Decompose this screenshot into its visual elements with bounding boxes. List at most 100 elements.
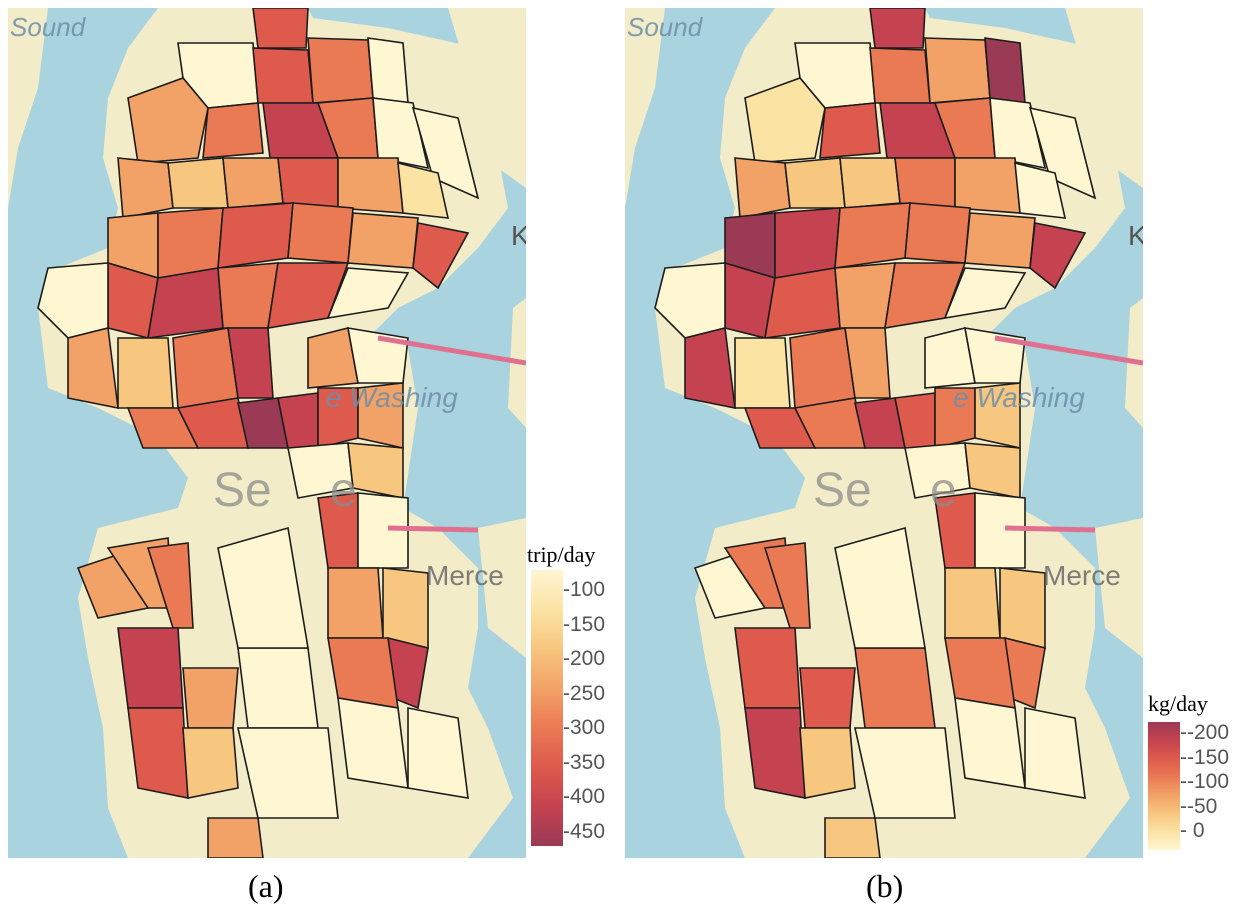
region-polygon bbox=[202, 102, 264, 159]
region-polygon bbox=[834, 202, 911, 269]
region-polygon bbox=[157, 207, 224, 279]
region-polygon bbox=[763, 542, 811, 629]
region-polygon bbox=[774, 207, 841, 279]
region-polygon bbox=[943, 267, 1027, 320]
region-polygon bbox=[799, 667, 856, 729]
bridge-layer bbox=[377, 335, 526, 533]
map-label-city-tail: e bbox=[930, 464, 957, 517]
map-label-lake: e Washing bbox=[953, 382, 1085, 413]
region-polygon bbox=[1024, 707, 1086, 799]
legend-tick: -350 bbox=[563, 750, 606, 774]
bridge-line bbox=[387, 525, 479, 533]
map-label-edge: K bbox=[1128, 220, 1143, 251]
region-layer bbox=[37, 8, 480, 858]
region-polygon bbox=[984, 37, 1026, 104]
landmass bbox=[8, 8, 48, 208]
region-polygon bbox=[989, 97, 1047, 170]
region-polygon bbox=[337, 157, 404, 214]
region-polygon bbox=[1014, 161, 1067, 219]
legend-tick: -250 bbox=[563, 681, 606, 705]
region-polygon bbox=[869, 8, 926, 49]
region-polygon bbox=[869, 47, 931, 104]
legend-tick: --200 bbox=[1180, 721, 1230, 744]
region-polygon bbox=[127, 77, 209, 164]
choropleth-map-b bbox=[625, 8, 1143, 858]
region-polygon bbox=[326, 267, 410, 320]
region-polygon bbox=[944, 567, 1001, 639]
region-polygon bbox=[954, 157, 1021, 214]
legend-tick: -200 bbox=[563, 647, 606, 670]
region-polygon bbox=[799, 727, 856, 799]
region-polygon bbox=[237, 647, 319, 729]
region-polygon bbox=[127, 707, 189, 799]
caption-b: (b) bbox=[866, 868, 904, 904]
region-polygon bbox=[167, 157, 229, 209]
color-scale-bar-b bbox=[1148, 722, 1180, 850]
region-polygon bbox=[789, 327, 856, 409]
region-layer bbox=[654, 8, 1097, 858]
region-polygon bbox=[894, 157, 956, 209]
bridge-line bbox=[377, 335, 526, 366]
legend-title-b: kg/day bbox=[1148, 691, 1208, 716]
region-polygon bbox=[172, 327, 239, 409]
region-polygon bbox=[744, 707, 806, 799]
region-polygon bbox=[412, 222, 470, 290]
region-polygon bbox=[397, 161, 450, 219]
region-polygon bbox=[924, 37, 991, 104]
region-polygon bbox=[964, 212, 1036, 269]
legend-tick: -400 bbox=[563, 785, 606, 808]
region-polygon bbox=[999, 567, 1046, 649]
region-polygon bbox=[146, 542, 194, 629]
landmass bbox=[1095, 518, 1143, 658]
region-polygon bbox=[382, 567, 429, 649]
legend-tick: -450 bbox=[563, 819, 606, 843]
legend-tick: -300 bbox=[563, 716, 606, 739]
region-polygon bbox=[854, 647, 936, 729]
landmass bbox=[625, 8, 665, 208]
map-label-city: Se bbox=[813, 464, 872, 517]
region-polygon bbox=[834, 526, 926, 649]
region-polygon bbox=[252, 47, 314, 104]
region-polygon bbox=[734, 627, 801, 709]
region-polygon bbox=[734, 157, 791, 219]
legend-tick: --150 bbox=[1180, 745, 1230, 769]
region-polygon bbox=[954, 697, 1026, 789]
region-polygon bbox=[337, 697, 409, 789]
region-polygon bbox=[182, 727, 239, 799]
region-polygon bbox=[357, 492, 409, 569]
map-panel-b: Sound Se e e Washing Merce K bbox=[625, 8, 1143, 858]
region-polygon bbox=[217, 526, 309, 649]
region-polygon bbox=[347, 212, 419, 269]
region-polygon bbox=[307, 37, 374, 104]
region-polygon bbox=[1028, 106, 1097, 200]
region-polygon bbox=[367, 37, 409, 104]
map-label-water: Sound bbox=[627, 12, 703, 42]
map-label-edge: K bbox=[511, 220, 526, 251]
map-label-city: Se bbox=[213, 464, 272, 517]
choropleth-map-a bbox=[8, 8, 526, 858]
legend-title-a: trip/day bbox=[527, 542, 596, 567]
region-polygon bbox=[237, 727, 339, 819]
region-polygon bbox=[854, 727, 956, 819]
map-label-island: Merce bbox=[426, 560, 504, 591]
region-polygon bbox=[784, 157, 846, 209]
region-polygon bbox=[252, 8, 309, 49]
map-label-lake: e Washing bbox=[326, 382, 458, 413]
region-polygon bbox=[217, 202, 294, 269]
region-polygon bbox=[1029, 222, 1087, 290]
region-polygon bbox=[347, 327, 409, 384]
landmass bbox=[448, 8, 526, 188]
region-polygon bbox=[117, 157, 174, 219]
region-polygon bbox=[411, 106, 480, 200]
region-polygon bbox=[734, 337, 791, 409]
region-polygon bbox=[182, 667, 239, 729]
landmass bbox=[478, 518, 526, 658]
region-polygon bbox=[222, 157, 284, 209]
legend-tick: --50 bbox=[1180, 794, 1218, 818]
map-panel-a: Sound Se e e Washing Merce K bbox=[8, 8, 526, 858]
region-polygon bbox=[372, 97, 430, 170]
legend-tick: -100 bbox=[563, 578, 606, 601]
legend-tick: -150 bbox=[563, 612, 606, 636]
caption-a: (a) bbox=[248, 868, 284, 904]
map-label-city-tail: e bbox=[330, 464, 357, 517]
